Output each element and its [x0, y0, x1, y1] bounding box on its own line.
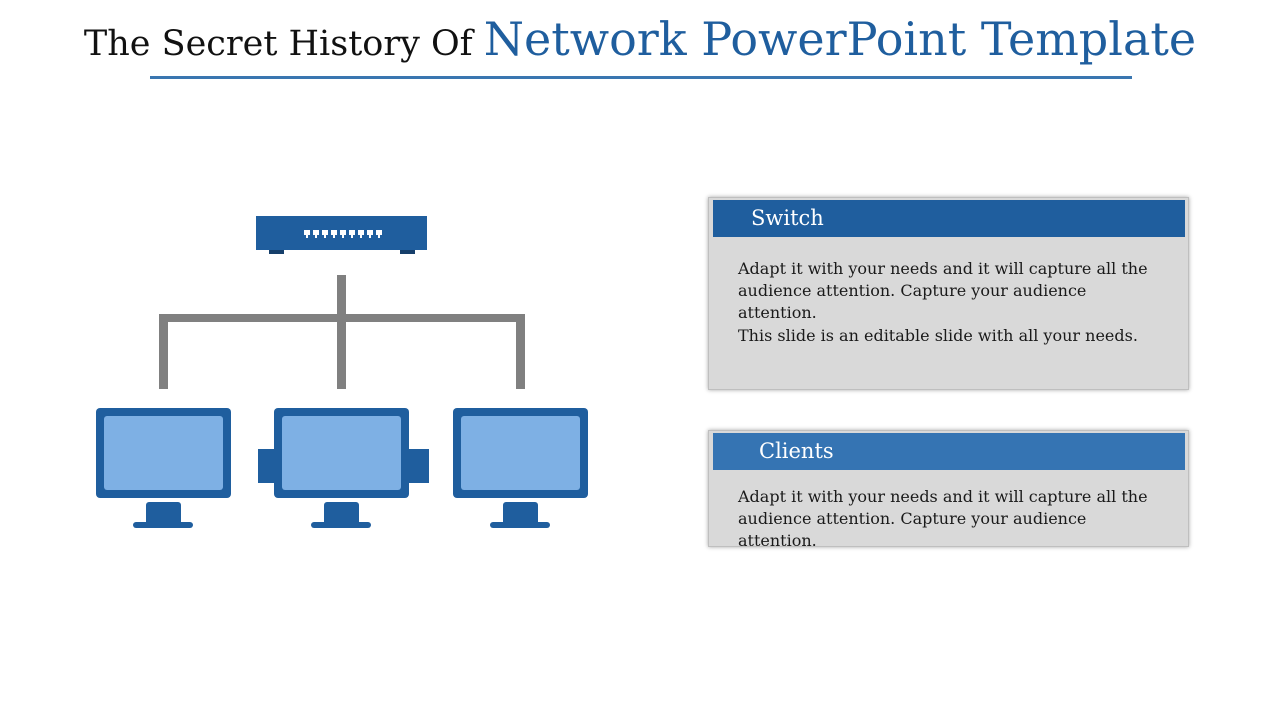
speaker-left-icon — [258, 449, 278, 483]
monitor-base — [133, 522, 193, 528]
switch-card-header: Switch — [713, 200, 1185, 237]
monitor-screen — [461, 416, 580, 490]
switch-port — [376, 230, 382, 238]
switch-port — [331, 230, 337, 238]
speaker-right-icon — [409, 449, 429, 483]
title-underline — [150, 76, 1132, 79]
monitor-base — [490, 522, 550, 528]
client-monitor-icon — [274, 408, 409, 530]
slide-title: The Secret History Of Network PowerPoint… — [0, 12, 1280, 66]
wire-drop-right — [516, 314, 525, 389]
switch-port — [340, 230, 346, 238]
switch-port — [304, 230, 310, 238]
monitor-neck — [324, 502, 359, 524]
clients-card-text: Adapt it with your needs and it will cap… — [738, 487, 1148, 550]
clients-card: Clients Adapt it with your needs and it … — [708, 430, 1189, 550]
switch-foot — [400, 250, 415, 254]
switch-port — [349, 230, 355, 238]
switch-card: Switch Adapt it with your needs and it w… — [708, 197, 1189, 390]
wire-drop-left — [159, 314, 168, 389]
wire-trunk — [337, 275, 346, 389]
wire-bus — [159, 314, 525, 322]
client-monitor-icon — [96, 408, 231, 530]
network-switch-icon — [256, 216, 427, 254]
switch-card-note: This slide is an editable slide with all… — [738, 326, 1138, 345]
clients-card-header: Clients — [713, 433, 1185, 470]
title-prefix: The Secret History Of — [83, 24, 484, 64]
switch-foot — [269, 250, 284, 254]
monitor-neck — [146, 502, 181, 524]
switch-port — [367, 230, 373, 238]
title-highlight: Network PowerPoint Template — [483, 12, 1197, 66]
switch-port — [358, 230, 364, 238]
client-monitor-icon — [453, 408, 588, 530]
switch-port — [322, 230, 328, 238]
switch-port — [313, 230, 319, 238]
switch-card-text: Adapt it with your needs and it will cap… — [738, 259, 1148, 322]
monitor-base — [311, 522, 371, 528]
monitor-screen — [104, 416, 223, 490]
monitor-neck — [503, 502, 538, 524]
monitor-screen — [282, 416, 401, 490]
